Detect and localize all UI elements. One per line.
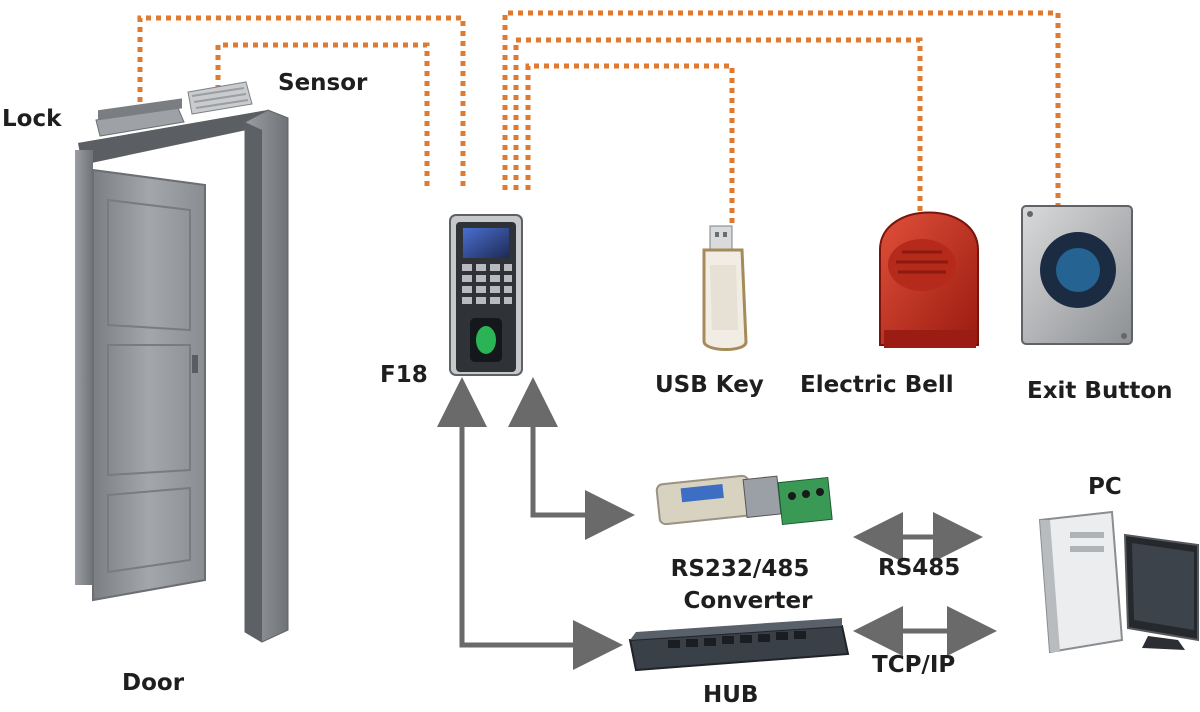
label-rs485: RS485 xyxy=(878,555,961,581)
wire-exit-button xyxy=(502,10,1061,205)
label-usb-key: USB Key xyxy=(655,372,764,398)
sensor-device xyxy=(187,81,253,115)
f18-terminal xyxy=(449,214,523,376)
converter-device xyxy=(655,474,833,526)
hub-device xyxy=(628,618,850,672)
label-tcpip: TCP/IP xyxy=(872,652,956,678)
usb-key-device xyxy=(702,225,748,351)
label-electric-bell: Electric Bell xyxy=(800,372,954,398)
electric-bell-device xyxy=(879,211,979,348)
f18-screen xyxy=(463,228,509,258)
label-converter-line2: Converter xyxy=(683,588,813,614)
arrow-f18-to-converter xyxy=(508,377,635,540)
door-leaf xyxy=(92,168,206,602)
door-frame-left xyxy=(75,150,93,585)
door-handle xyxy=(192,355,198,373)
label-lock: Lock xyxy=(2,106,62,132)
wire-electric-bell xyxy=(513,37,923,225)
exit-button-device xyxy=(1021,205,1133,345)
label-sensor: Sensor xyxy=(278,70,368,96)
wire-lock xyxy=(137,15,466,190)
label-pc: PC xyxy=(1088,474,1122,500)
wire-usb-key xyxy=(525,63,735,225)
f18-keypad xyxy=(462,264,512,304)
label-door: Door xyxy=(122,670,185,696)
label-converter-line1: RS232/485 xyxy=(670,556,810,582)
wire-sensor xyxy=(215,42,430,190)
label-hub: HUB xyxy=(703,682,759,708)
lock-device xyxy=(95,98,185,137)
arrow-f18-to-hub xyxy=(437,377,623,670)
door xyxy=(75,109,289,643)
label-exit-button: Exit Button xyxy=(1027,378,1173,404)
wiring xyxy=(137,10,1061,225)
pc-device xyxy=(1038,510,1199,654)
label-f18: F18 xyxy=(380,362,428,388)
connection-arrows xyxy=(437,377,997,670)
